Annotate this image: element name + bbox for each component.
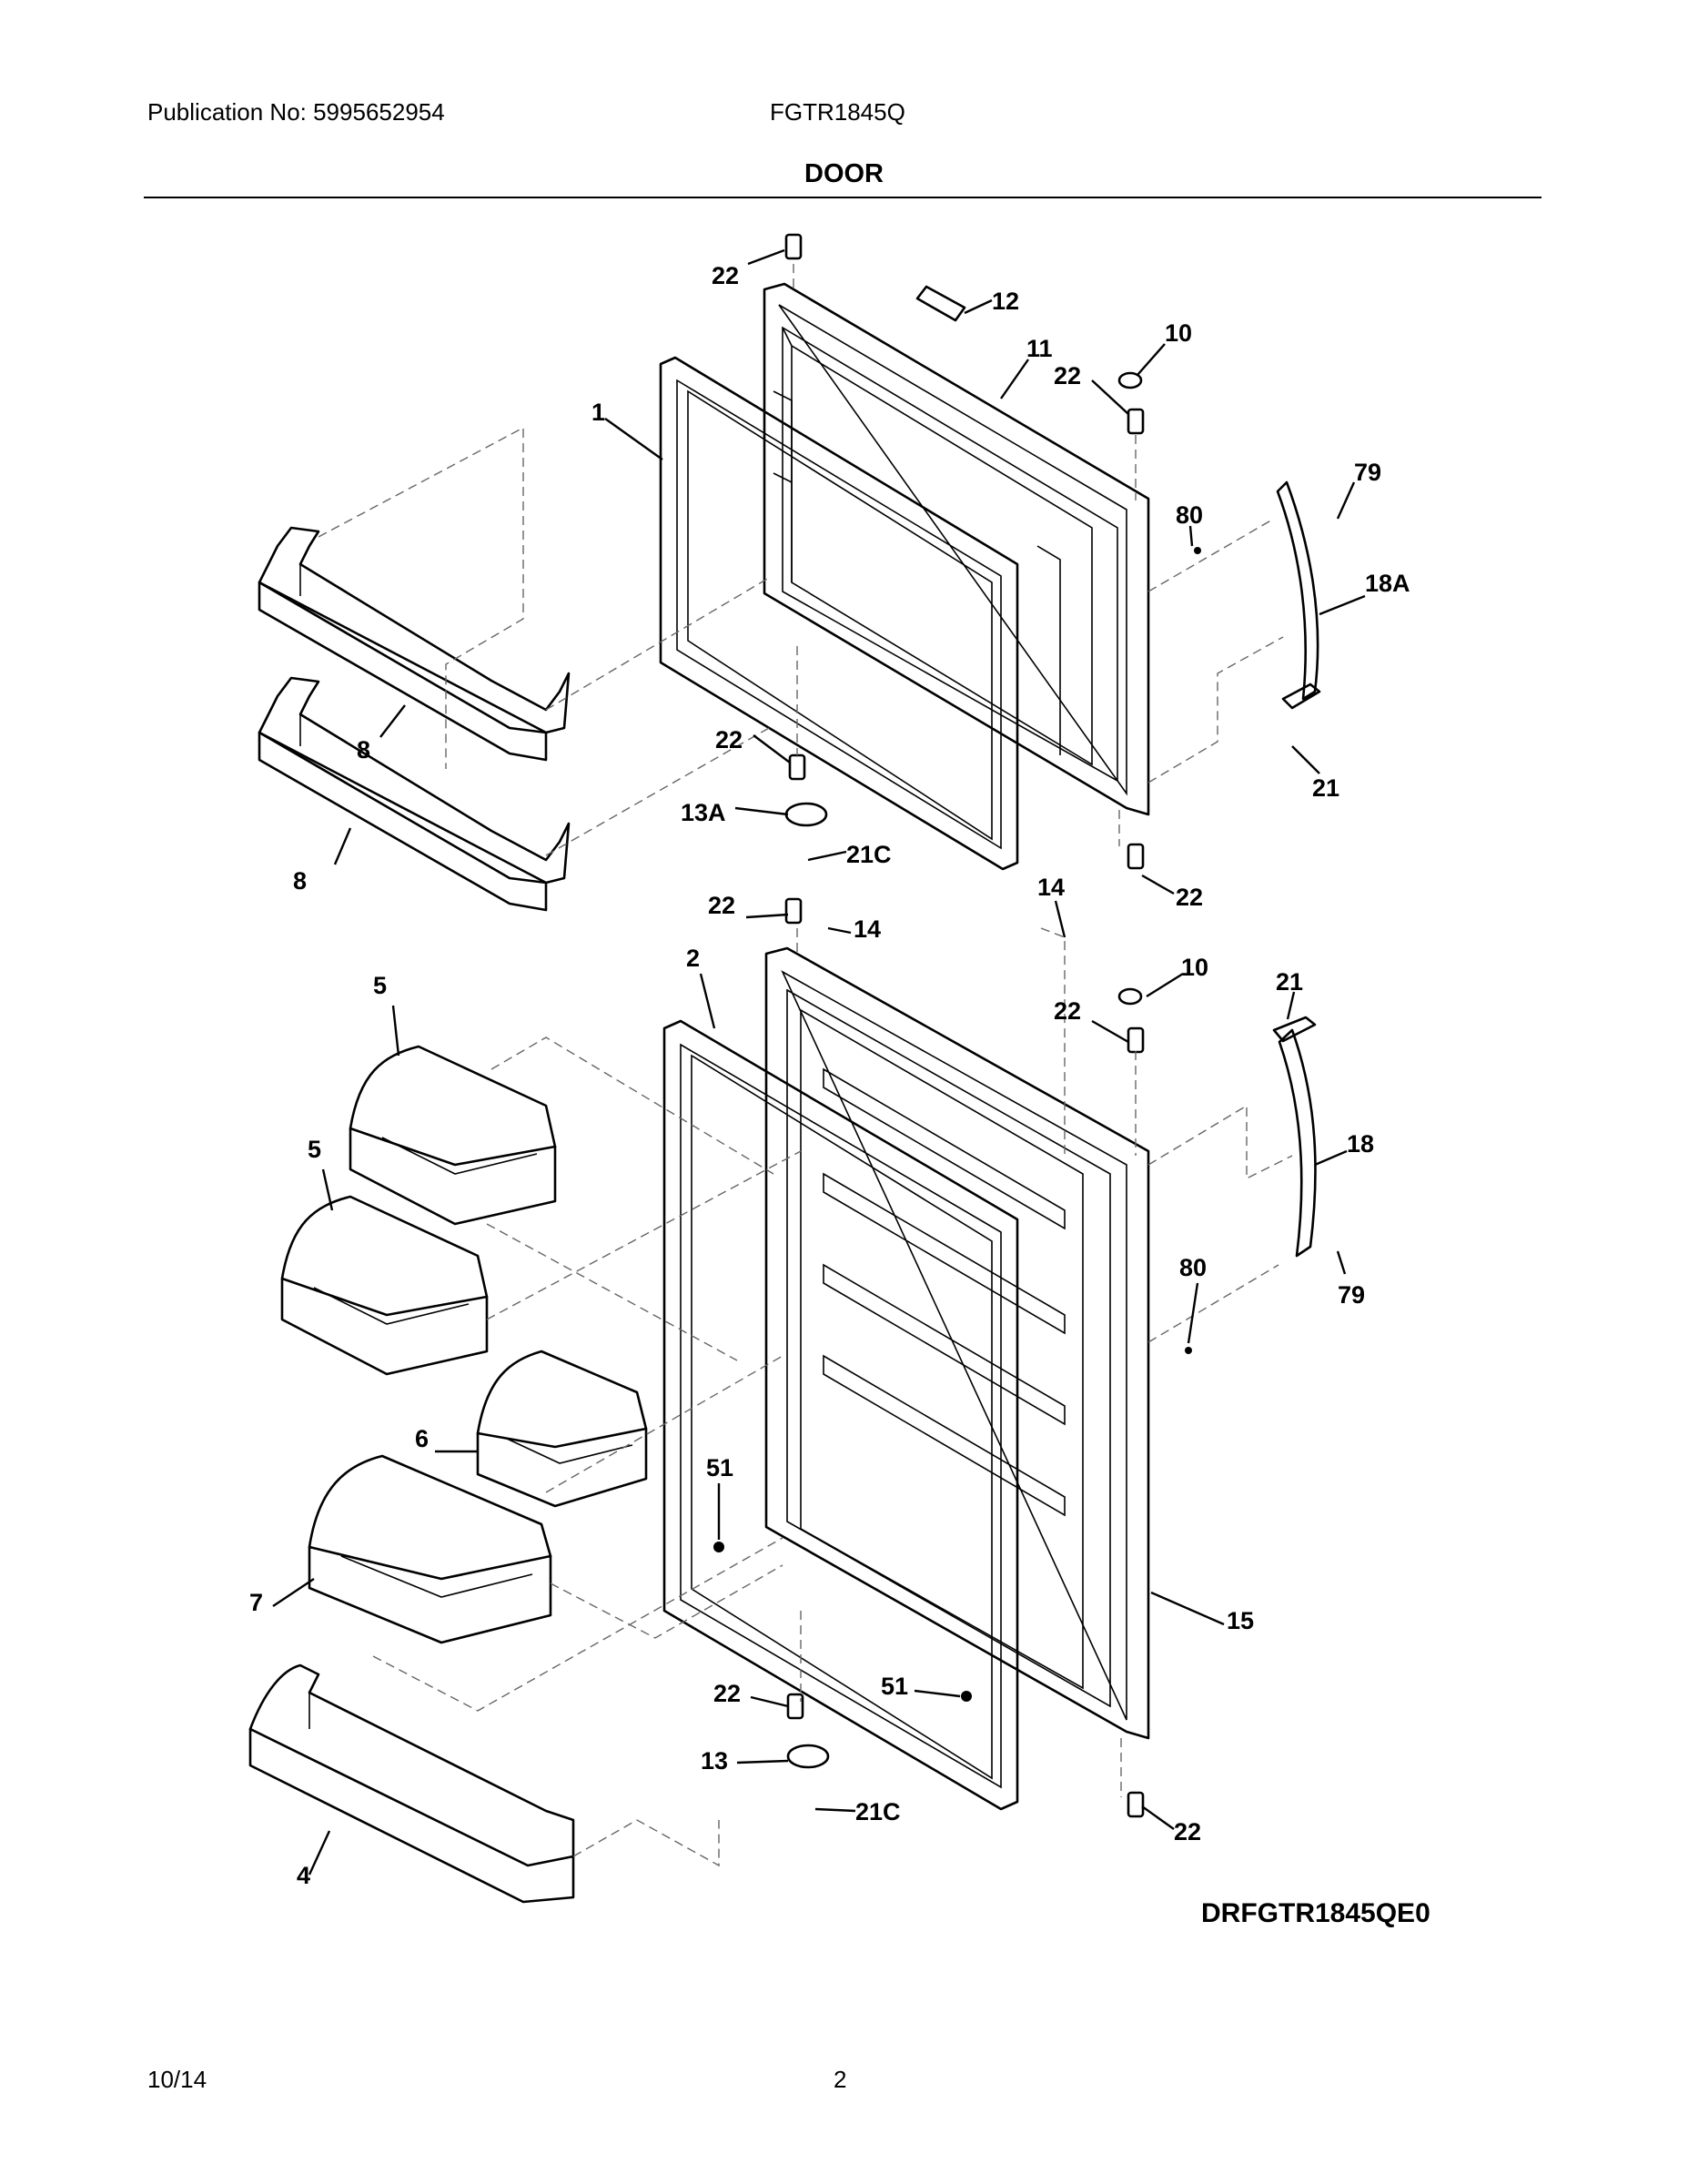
callout-label: 22 — [1054, 362, 1081, 389]
callout-label: 22 — [713, 1680, 741, 1707]
leader-lines — [272, 248, 1366, 1876]
callout-label: 22 — [1054, 997, 1081, 1025]
callout-label: 80 — [1179, 1254, 1207, 1281]
callout-label: 7 — [249, 1589, 263, 1616]
callout-label: 12 — [992, 288, 1019, 315]
callout-label: 21C — [846, 841, 892, 868]
publication-number: Publication No: 5995652954 — [147, 98, 445, 126]
callout-label: 21 — [1312, 774, 1339, 802]
assembly-lines — [318, 264, 1293, 1867]
publication-date: 10/14 — [147, 2066, 207, 2093]
freezer-handle — [1276, 480, 1321, 710]
fresh-food-door-panel — [764, 946, 1150, 1740]
callout-label: 51 — [881, 1673, 908, 1700]
fresh-food-handle — [1272, 1016, 1317, 1258]
callout-label: 22 — [1174, 1818, 1201, 1845]
door-bin-5-upper — [349, 1045, 557, 1226]
callout-label: 14 — [854, 915, 881, 943]
callout-label: 5 — [308, 1136, 321, 1163]
freezer-door-panel — [763, 282, 1150, 816]
callout-label: 18A — [1365, 570, 1410, 597]
callout-label: 80 — [1176, 501, 1203, 529]
callout-label: 4 — [297, 1862, 310, 1889]
freezer-door-shelf-lower — [258, 676, 571, 912]
callout-label: 2 — [686, 945, 700, 972]
callout-label: 5 — [373, 972, 387, 999]
freezer-door-gasket — [659, 356, 1019, 871]
fresh-food-door-gasket — [662, 1019, 1019, 1811]
callout-label: 10 — [1181, 954, 1208, 981]
callout-label: 11 — [1026, 335, 1053, 362]
callout-label: 13A — [681, 799, 726, 826]
door-bin-7 — [308, 1454, 552, 1644]
callout-label: 51 — [706, 1454, 733, 1481]
door-bin-6 — [476, 1350, 648, 1508]
door-bin-5-lower — [280, 1195, 489, 1376]
callout-label: 18 — [1347, 1130, 1374, 1158]
callout-label: 14 — [1037, 874, 1065, 901]
callout-label: 8 — [293, 867, 307, 895]
model-number: FGTR1845Q — [770, 98, 905, 126]
callout-label: 21 — [1276, 968, 1303, 996]
callout-label: 22 — [1176, 884, 1203, 911]
header-rule — [144, 197, 1541, 198]
callout-label: 8 — [357, 736, 370, 763]
callout-label: 22 — [715, 726, 743, 753]
callout-label: 21C — [855, 1798, 901, 1825]
callout-label: 22 — [708, 892, 735, 919]
page-number: 2 — [834, 2066, 847, 2093]
door-shelf-4 — [248, 1663, 575, 1904]
callout-label: 79 — [1354, 459, 1381, 486]
callout-label: 6 — [415, 1425, 429, 1452]
callout-label: 13 — [701, 1747, 728, 1774]
callout-labels: 22 12 11 10 22 1 79 80 18A 8 22 21 13A 2… — [249, 262, 1410, 1889]
door-rails — [823, 1067, 1066, 1517]
callout-label: 1 — [591, 399, 605, 426]
freezer-door-shelf-upper — [258, 526, 571, 762]
callout-label: 79 — [1338, 1281, 1365, 1309]
drawing-code: DRFGTR1845QE0 — [1201, 1898, 1430, 1928]
callout-label: 15 — [1227, 1607, 1254, 1634]
callout-label: 22 — [712, 262, 739, 289]
section-title: DOOR — [804, 159, 884, 188]
callout-label: 10 — [1165, 319, 1192, 347]
